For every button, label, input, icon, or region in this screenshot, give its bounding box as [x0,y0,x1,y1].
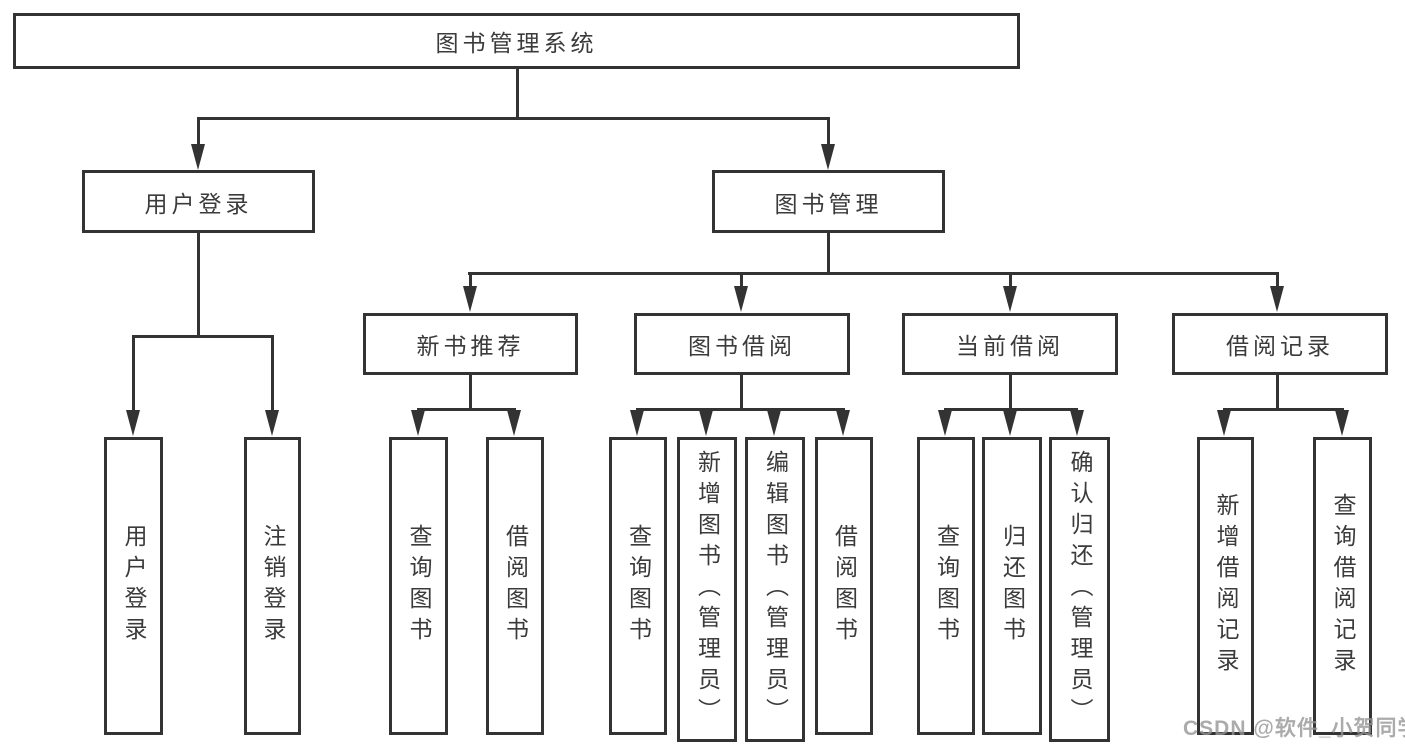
node-root-label: 图书管理系统 [435,30,598,56]
node-book-management-label: 图书管理 [774,190,883,217]
arrowhead-new-book-recommendation [463,286,477,312]
connector-root-stub [516,68,519,119]
arrowhead-br-query-record [1335,410,1349,436]
leaf-bb-add-books-admin-label: 新增图书（管理员） [694,450,721,729]
connector-user-login-stub [197,233,200,337]
leaf-nbr-query-books: 查询图书 [389,437,448,735]
leaf-cb-query-books: 查询图书 [917,437,975,735]
arrowhead-current-borrowing [1003,286,1017,312]
node-current-borrowing-label: 当前借阅 [956,333,1064,359]
leaf-nbr-borrow-books-label: 借阅图书 [502,524,529,648]
node-book-management: 图书管理 [712,170,945,233]
leaf-cb-confirm-return-admin-label: 确认归还（管理员） [1067,450,1093,729]
connector-drop-book-borrowing [740,272,743,288]
arrowhead-bb-borrow-books [836,410,850,436]
arrowhead-cb-return-books [1003,410,1017,436]
connector-drop-leaf-logout [271,335,274,412]
connector-drop-borrowing-records [1276,272,1279,288]
leaf-bb-borrow-books: 借阅图书 [815,437,873,735]
node-borrowing-records-label: 借阅记录 [1226,333,1334,359]
connector-drop-book-management [827,117,830,146]
csdn-watermark: CSDN @软件_小贺同学 [1183,717,1405,740]
connector-drop-new-book-recommendation [469,272,472,288]
leaf-user-login-label: 用户登录 [121,524,147,648]
leaf-bb-borrow-books-label: 借阅图书 [831,524,858,648]
connector-drop-user-login [197,117,200,146]
connector-bb-branch [636,408,845,411]
leaf-bb-query-books-label: 查询图书 [625,524,652,648]
leaf-cb-confirm-return-admin: 确认归还（管理员） [1049,437,1110,742]
arrowhead-bb-query-books [630,410,644,436]
node-new-book-recommendation-label: 新书推荐 [416,333,525,359]
arrowhead-user-login [191,144,205,170]
connector-book-management-stub [827,233,830,274]
connector-book-management-branch [468,272,1279,275]
connector-root-branch [197,117,830,120]
leaf-cb-return-books-label: 归还图书 [999,524,1026,648]
arrowhead-cb-confirm-return [1070,410,1084,436]
arrowhead-leaf-login [126,410,140,436]
connector-br-branch [1223,408,1344,411]
arrowhead-book-borrowing [734,286,748,312]
arrowhead-nbr-borrow-books [507,410,521,436]
node-borrowing-records: 借阅记录 [1172,313,1388,375]
connector-drop-current-borrowing [1009,272,1012,288]
leaf-bb-edit-books-admin: 编辑图书（管理员） [745,437,805,742]
leaf-logout: 注销登录 [244,437,301,735]
leaf-bb-query-books: 查询图书 [609,437,667,735]
leaf-bb-edit-books-admin-label: 编辑图书（管理员） [762,450,789,729]
node-new-book-recommendation: 新书推荐 [363,313,578,375]
connector-cb-stub [1009,375,1012,411]
arrowhead-br-add-record [1217,410,1231,436]
leaf-logout-label: 注销登录 [260,524,286,648]
connector-bb-stub [740,375,743,411]
arrowhead-bb-edit-books [767,410,781,436]
connector-cb-branch [944,408,1078,411]
leaf-br-add-record: 新增借阅记录 [1197,437,1254,735]
arrowhead-nbr-query-books [411,410,425,436]
arrowhead-borrowing-records [1270,286,1284,312]
node-root: 图书管理系统 [13,13,1020,69]
arrowhead-book-management [821,144,835,170]
connector-nbr-branch [417,408,516,411]
connector-user-login-branch [132,335,274,338]
node-user-login: 用户登录 [82,170,315,233]
connector-nbr-stub [469,375,472,411]
node-book-borrowing-label: 图书借阅 [688,333,796,359]
arrowhead-bb-add-books [699,410,713,436]
leaf-user-login: 用户登录 [104,437,163,735]
arrowhead-leaf-logout [265,410,279,436]
leaf-nbr-borrow-books: 借阅图书 [486,437,544,735]
node-book-borrowing: 图书借阅 [634,313,850,375]
leaf-br-add-record-label: 新增借阅记录 [1213,493,1239,679]
connector-br-stub [1276,375,1279,411]
leaf-cb-query-books-label: 查询图书 [933,524,960,648]
arrowhead-cb-query-books [938,410,952,436]
node-user-login-label: 用户登录 [144,190,253,217]
connector-drop-leaf-login [132,335,135,412]
leaf-br-query-record: 查询借阅记录 [1313,437,1372,735]
leaf-br-query-record-label: 查询借阅记录 [1330,493,1356,679]
leaf-bb-add-books-admin: 新增图书（管理员） [677,437,737,742]
leaf-nbr-query-books-label: 查询图书 [406,524,432,648]
leaf-cb-return-books: 归还图书 [982,437,1042,735]
node-current-borrowing: 当前借阅 [902,313,1118,375]
